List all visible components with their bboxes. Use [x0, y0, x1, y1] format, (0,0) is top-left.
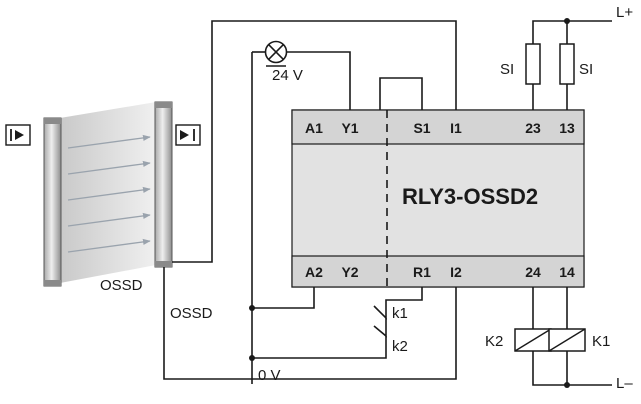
terminal-y1: Y1 [341, 120, 358, 136]
top-terminal-strip [291, 109, 585, 145]
sender-post [43, 117, 62, 287]
protective-field [60, 102, 156, 283]
zero-volt-label: 0 V [258, 367, 281, 384]
terminal-i1: I1 [450, 120, 462, 136]
sender-symbol-icon [5, 124, 31, 146]
l-minus-rail [532, 287, 612, 386]
ossd1-wire [172, 20, 457, 263]
k2-contact [373, 318, 387, 338]
terminal-a1: A1 [305, 120, 323, 136]
relay-model-title: RLY3-OSSD2 [402, 184, 538, 209]
terminal-14: 14 [559, 264, 575, 280]
a2-wire [252, 287, 315, 309]
lamp-voltage-label: 24 V [272, 67, 303, 84]
coil-k1-label: K1 [592, 333, 610, 350]
l-plus-label: L+ [616, 4, 633, 21]
fuse-right-label: SI [579, 61, 593, 78]
receiver-symbol-icon [175, 124, 201, 146]
ossd-label-wire: OSSD [170, 305, 213, 322]
feedback-return [252, 336, 387, 359]
k1-contact [373, 302, 387, 320]
junction-feedback [249, 355, 255, 361]
terminal-s1: S1 [413, 120, 430, 136]
fuse-right-icon [559, 43, 575, 85]
receiver-post [154, 101, 173, 268]
labels: 24 V OSSD 0 V SI SI L+ L– k1 k2 K2 K1 [170, 4, 633, 392]
fuse-left-icon [525, 43, 541, 85]
light-beams [67, 134, 151, 253]
contact-k1-label: k1 [392, 305, 408, 322]
l-minus-label: L– [616, 375, 633, 392]
wiring [163, 18, 612, 388]
bottom-terminal-strip [291, 255, 585, 288]
junction-l-plus [564, 18, 570, 24]
ossd-label-curtain: OSSD [100, 277, 143, 294]
s1-jumper [379, 77, 423, 110]
coil-k2-label: K2 [485, 333, 503, 350]
coil-k1-icon [548, 328, 586, 352]
lamp-icon [264, 40, 288, 64]
light-curtain: OSSD [5, 101, 201, 294]
terminal-r1: R1 [413, 264, 431, 280]
terminal-24: 24 [525, 264, 541, 280]
terminal-23: 23 [525, 120, 541, 136]
lamp-to-y1 [287, 51, 351, 110]
ossd2-wire [163, 267, 457, 380]
coil-k2-icon [514, 328, 552, 352]
terminal-i2: I2 [450, 264, 462, 280]
junction-a2 [249, 305, 255, 311]
fuse-left-label: SI [500, 61, 514, 78]
contact-k2-label: k2 [392, 338, 408, 355]
terminal-13: 13 [559, 120, 575, 136]
r1-feedback-wire [385, 287, 423, 302]
relay-module: RLY3-OSSD2 A1 Y1 S1 I1 23 13 A2 Y2 R1 I2… [291, 109, 585, 288]
terminal-y2: Y2 [341, 264, 358, 280]
junction-l-minus [564, 382, 570, 388]
terminal-a2: A2 [305, 264, 323, 280]
